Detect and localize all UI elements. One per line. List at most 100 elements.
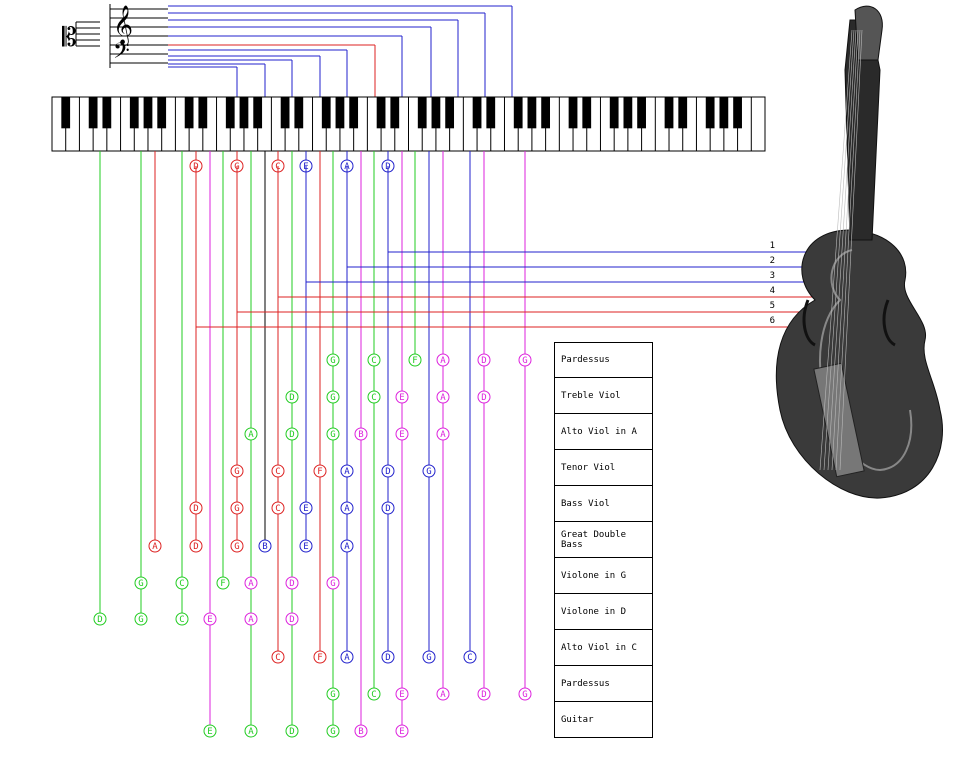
tuning-name: Violone in D xyxy=(561,606,627,617)
note-label: E xyxy=(399,393,404,403)
note-label: G xyxy=(234,467,239,477)
note-circle xyxy=(518,687,532,701)
note-label: D xyxy=(289,430,294,440)
note-label: D xyxy=(289,615,294,625)
note-label: G xyxy=(330,727,335,737)
note-label: D xyxy=(97,615,102,625)
note-label: A xyxy=(248,430,254,440)
black-key xyxy=(294,97,304,129)
note-label: E xyxy=(399,690,404,700)
note-circle xyxy=(93,612,107,626)
note-circle xyxy=(422,650,436,664)
note-label: E xyxy=(207,615,212,625)
black-key xyxy=(253,97,263,129)
note-label: D xyxy=(385,467,390,477)
note-circle xyxy=(216,576,230,590)
note-circle xyxy=(477,353,491,367)
note-label: D xyxy=(289,727,294,737)
note-label: A xyxy=(248,727,254,737)
note-circle xyxy=(230,464,244,478)
note-circle xyxy=(258,539,272,553)
note-circle xyxy=(244,612,258,626)
note-circle xyxy=(326,724,340,738)
note-label: C xyxy=(275,653,280,663)
note-circle xyxy=(367,687,381,701)
note-circle xyxy=(230,539,244,553)
note-label: A xyxy=(344,542,350,552)
note-circle xyxy=(422,464,436,478)
note-circle xyxy=(477,687,491,701)
note-label: D xyxy=(289,579,294,589)
black-key xyxy=(349,97,359,129)
black-key xyxy=(239,97,249,129)
note-circle xyxy=(463,650,477,664)
note-circle xyxy=(436,390,450,404)
note-circle xyxy=(381,464,395,478)
note-circle xyxy=(148,539,162,553)
tuning-name: Guitar xyxy=(561,714,594,725)
note-circle xyxy=(271,464,285,478)
note-label: A xyxy=(248,579,254,589)
note-circle xyxy=(354,427,368,441)
tuning-row: Pardessus xyxy=(554,666,653,702)
black-key xyxy=(472,97,482,129)
note-circle xyxy=(340,464,354,478)
black-key xyxy=(225,97,235,129)
black-key xyxy=(678,97,688,129)
tuning-row: Treble Viol xyxy=(554,378,653,414)
note-label: G xyxy=(522,690,527,700)
note-circle xyxy=(244,724,258,738)
note-circle xyxy=(436,687,450,701)
note-circle xyxy=(313,464,327,478)
note-label: E xyxy=(399,727,404,737)
tuning-name: Pardessus xyxy=(561,355,610,365)
note-label: B xyxy=(262,542,267,552)
tuning-name: Violone in G xyxy=(561,570,627,581)
tuning-name: Alto Viol in C xyxy=(561,642,637,653)
tuning-row: Great Double Bass xyxy=(554,522,653,558)
black-key xyxy=(527,97,537,129)
note-label: G xyxy=(138,615,143,625)
tuning-row: Pardessus xyxy=(554,342,653,378)
note-label: G xyxy=(138,579,143,589)
tuning-name: Tenor Viol xyxy=(561,462,616,473)
note-label: F xyxy=(412,356,417,366)
note-label: D xyxy=(193,542,198,552)
tuning-name: Treble Viol xyxy=(561,390,621,401)
alto-clef-icon: 𝄡 xyxy=(62,23,77,53)
note-label: C xyxy=(371,393,376,403)
black-key xyxy=(637,97,646,129)
note-circle xyxy=(285,576,299,590)
note-circle xyxy=(244,427,258,441)
string-number: 6 xyxy=(770,316,775,326)
note-label: C xyxy=(179,615,184,625)
black-key xyxy=(623,97,633,129)
black-key xyxy=(431,97,441,129)
treble-clef-icon: 𝄞 xyxy=(113,5,133,46)
note-circle xyxy=(395,724,409,738)
note-label: G xyxy=(426,467,431,477)
black-key xyxy=(582,97,592,129)
note-label: G xyxy=(426,653,431,663)
note-label: C xyxy=(371,356,376,366)
note-circle xyxy=(381,501,395,515)
note-circle xyxy=(367,353,381,367)
note-circle xyxy=(271,501,285,515)
note-circle xyxy=(436,427,450,441)
black-key xyxy=(705,97,715,129)
note-label: A xyxy=(248,615,254,625)
note-circle xyxy=(203,612,217,626)
note-label: A xyxy=(344,653,350,663)
viol-string xyxy=(835,29,861,471)
black-key xyxy=(157,97,167,129)
note-label: E xyxy=(207,727,212,737)
note-label: G xyxy=(330,393,335,403)
note-circle xyxy=(285,390,299,404)
note-circle xyxy=(175,612,189,626)
viol-string xyxy=(819,29,853,471)
note-circle xyxy=(285,612,299,626)
tuning-row: Bass Viol xyxy=(554,486,653,522)
note-circle xyxy=(436,353,450,367)
viol-string xyxy=(827,29,857,471)
note-label: G xyxy=(522,356,527,366)
